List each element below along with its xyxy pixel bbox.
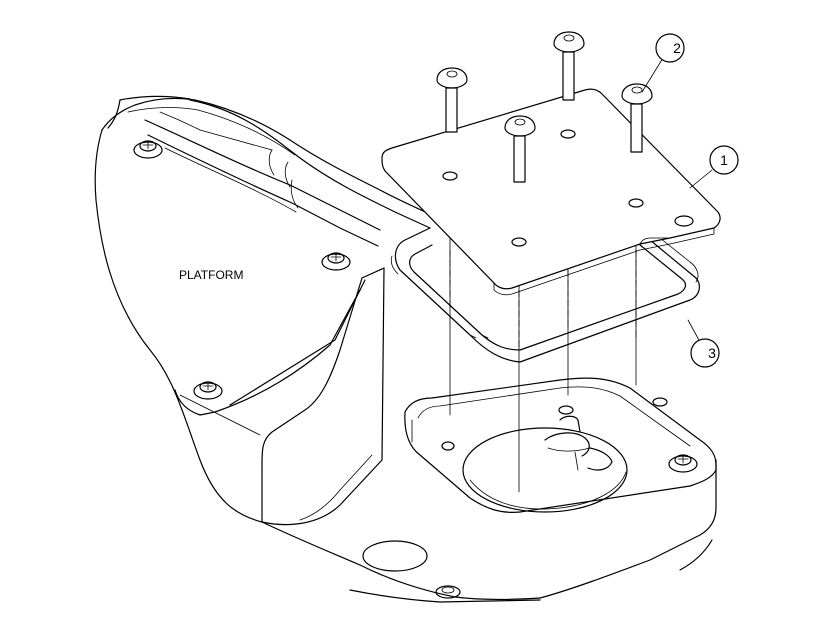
guard-bracket — [390, 227, 700, 363]
callout-1: 1 — [709, 145, 739, 175]
screw-head-4 — [668, 454, 698, 473]
screw-d — [621, 83, 653, 153]
screw-c — [553, 31, 585, 101]
callout-3-label: 3 — [708, 345, 716, 361]
callout-leaders — [641, 57, 713, 343]
screw-head-3 — [193, 381, 223, 400]
callout-2-label: 2 — [673, 40, 681, 56]
callout-3: 3 — [690, 338, 720, 368]
screw-head-1 — [133, 140, 163, 159]
plate — [381, 88, 721, 296]
screws — [436, 31, 653, 183]
mounting-recess — [404, 377, 717, 513]
screw-b — [504, 115, 536, 183]
platform-body — [94, 95, 717, 603]
screw-head-2 — [321, 252, 351, 271]
screw-a — [436, 67, 468, 133]
platform-screws — [133, 140, 698, 473]
callout-1-label: 1 — [720, 152, 728, 168]
callout-2: 2 — [655, 33, 685, 63]
platform-label: PLATFORM — [179, 268, 243, 282]
